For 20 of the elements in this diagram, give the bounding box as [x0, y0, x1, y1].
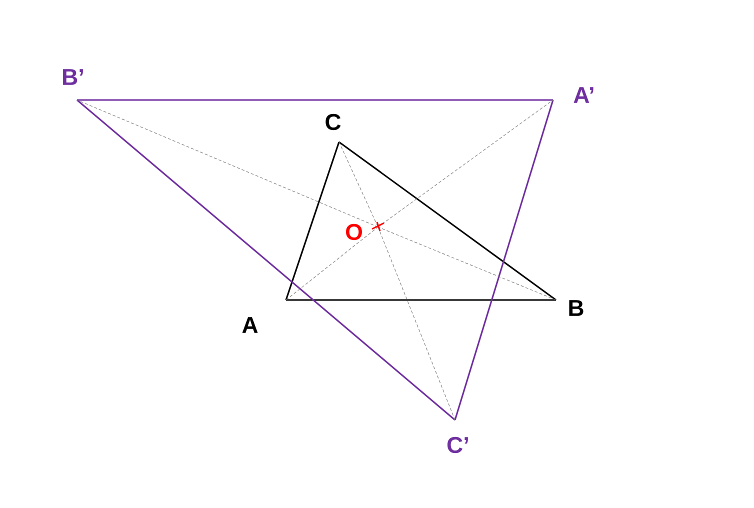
line-segment [378, 100, 554, 228]
point-label: A’ [574, 87, 594, 103]
line-segment [454, 100, 554, 420]
point-label: O [346, 224, 362, 240]
point-label: A [242, 317, 258, 333]
line-segment [286, 299, 556, 301]
line-segment [285, 142, 340, 300]
line-segment [77, 99, 553, 101]
line-segment [76, 99, 456, 421]
point-label: B [569, 300, 584, 316]
point-mark [371, 221, 385, 232]
line-segment [338, 142, 378, 228]
line-segment [378, 226, 456, 420]
point-label: B’ [63, 69, 83, 85]
line-segment [76, 100, 378, 228]
line-segment [286, 226, 378, 300]
point-label: C [326, 114, 341, 130]
line-segment [378, 226, 556, 300]
point-label: C’ [447, 436, 468, 454]
line-segment [338, 141, 556, 301]
